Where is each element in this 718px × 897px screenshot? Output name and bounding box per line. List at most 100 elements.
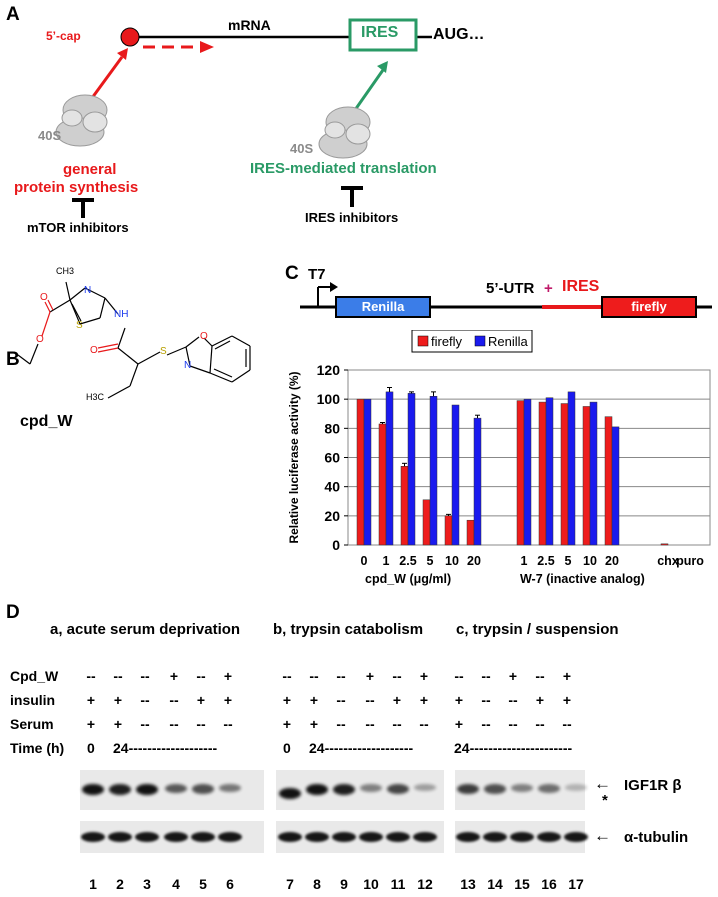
tubulin-band (164, 832, 188, 842)
condition-cpd-cell: + (169, 668, 179, 684)
x-tick-label: 2.5 (537, 554, 554, 568)
lane-number: 16 (541, 876, 557, 892)
condition-insulin-cell: + (223, 692, 233, 708)
bar-renilla (589, 401, 598, 546)
atom-n2: N (184, 360, 192, 371)
y-tick-label: 40 (324, 479, 340, 495)
y-axis-label: Relative luciferase activity (%) (287, 371, 301, 543)
condition-insulin-cell: -- (508, 692, 518, 708)
ires-box (348, 18, 418, 52)
lane-number: 10 (363, 876, 379, 892)
tubulin-band (332, 832, 356, 842)
bar-firefly (660, 543, 669, 546)
ires-translation-label: IRES-mediated translation (250, 160, 437, 177)
ribosome-icon-1 (55, 94, 108, 147)
x-tick-label: 5 (427, 554, 434, 568)
igf1r-band (457, 784, 479, 795)
igf1r-band (565, 784, 587, 791)
t7-label: T7 (308, 266, 326, 283)
condition-serum-cell: -- (481, 716, 491, 732)
time-label: 24---------------------- (454, 740, 573, 756)
plus-sign: + (544, 280, 553, 297)
tubulin-band (386, 832, 410, 842)
bar-firefly (378, 423, 387, 546)
time-label: 24------------------- (309, 740, 414, 756)
condition-serum-cell: -- (535, 716, 545, 732)
bar-renilla (473, 417, 482, 546)
tubulin-band (81, 832, 105, 842)
condition-cpd-cell: -- (113, 668, 123, 684)
condition-insulin-cell: + (113, 692, 123, 708)
condition-insulin-cell: + (392, 692, 402, 708)
condition-cpd-cell: -- (140, 668, 150, 684)
bar-renilla (567, 391, 576, 546)
lane-number: 12 (417, 876, 433, 892)
condition-cpd-cell: -- (86, 668, 96, 684)
renilla-box (335, 296, 431, 318)
y-tick-label: 80 (324, 420, 340, 436)
time-label: 24------------------- (113, 740, 218, 756)
lane-number: 2 (116, 876, 124, 892)
cap-label: 5’-cap (46, 29, 81, 43)
condition-cpd-cell: + (365, 668, 375, 684)
condition-insulin-cell: -- (481, 692, 491, 708)
condition-cpd-cell: + (419, 668, 429, 684)
lane-number: 15 (514, 876, 530, 892)
reporter-construct (300, 282, 712, 318)
tubulin-band (413, 832, 437, 842)
compound-name: cpd_W (20, 413, 73, 430)
bar-firefly (538, 401, 547, 546)
condition-cpd-cell: + (562, 668, 572, 684)
bar-firefly (356, 398, 365, 546)
panel-a-diagram (55, 18, 432, 218)
time-label: 0 (283, 740, 291, 756)
legend-label-firefly: firefly (431, 334, 463, 349)
igf1r-band (387, 784, 409, 794)
row-label-insulin: insulin (10, 692, 56, 708)
lane-number: 1 (89, 876, 97, 892)
igf1r-band (333, 784, 355, 796)
condition-insulin-cell: -- (336, 692, 346, 708)
bar-firefly (582, 406, 591, 546)
y-tick-label: 120 (317, 362, 341, 378)
lane-number: 13 (460, 876, 476, 892)
atom-o3: O (90, 345, 98, 356)
x-tick-label: 10 (583, 554, 597, 568)
condition-insulin-cell: + (535, 692, 545, 708)
condition-cpd-cell: + (508, 668, 518, 684)
igf1r-band (306, 784, 328, 796)
utr-label: 5’-UTR (486, 280, 535, 297)
bar-renilla (611, 426, 620, 546)
tubulin-band (191, 832, 215, 842)
label-star: * (602, 792, 608, 809)
bar-firefly (400, 466, 409, 546)
bar-firefly (444, 515, 453, 546)
arrow-tubulin: ← (594, 826, 611, 845)
lane-number: 5 (199, 876, 207, 892)
condition-serum-cell: -- (140, 716, 150, 732)
panel-d-letter: D (6, 602, 20, 623)
title-b: b, trypsin catabolism (273, 621, 424, 638)
legend-swatch-firefly (417, 335, 429, 347)
title-a: a, acute serum deprivation (50, 621, 241, 638)
x-tick-label: chx (657, 554, 679, 568)
ires-inhibitors-label: IRES inhibitors (305, 210, 399, 225)
condition-cpd-cell: -- (336, 668, 346, 684)
lane-number: 3 (143, 876, 151, 892)
lane-number: 7 (286, 876, 294, 892)
condition-serum-cell: -- (196, 716, 206, 732)
igf1r-band (484, 784, 506, 794)
condition-insulin-cell: + (562, 692, 572, 708)
condition-cpd-cell: -- (481, 668, 491, 684)
condition-serum-cell: -- (169, 716, 179, 732)
x-tick-label: 0 (361, 554, 368, 568)
condition-serum-cell: -- (392, 716, 402, 732)
lane-number: 14 (487, 876, 503, 892)
x-tick-label: puro (676, 554, 704, 568)
title-c: c, trypsin / suspension (456, 621, 619, 638)
bar-renilla (363, 398, 372, 546)
aug-label: AUG… (433, 26, 485, 43)
tubulin-band (305, 832, 329, 842)
atom-s1: S (76, 320, 83, 331)
